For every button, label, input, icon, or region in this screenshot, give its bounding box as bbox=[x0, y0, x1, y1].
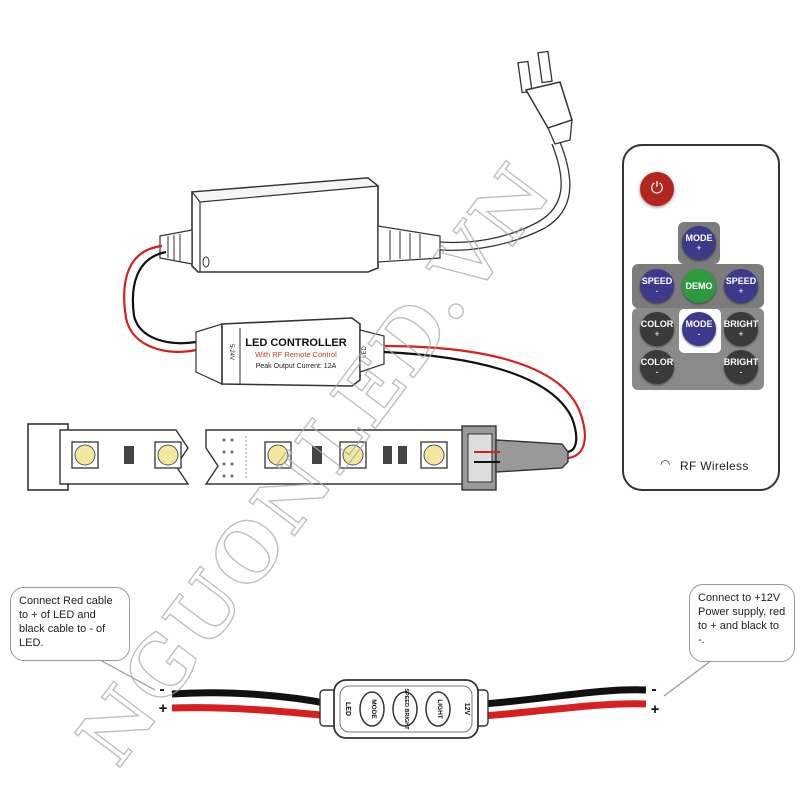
button-sign: - bbox=[655, 286, 659, 296]
mode-plus-button[interactable]: MODE + bbox=[682, 226, 716, 260]
button-sign: - bbox=[697, 329, 701, 339]
led-connection-callout: Connect Red cable to + of LED and black … bbox=[10, 587, 130, 661]
left-minus-mark: - bbox=[159, 681, 164, 698]
button-sign: + bbox=[654, 329, 660, 339]
bright-minus-button[interactable]: BRIGHT - bbox=[724, 350, 758, 384]
power-adapter bbox=[159, 177, 441, 273]
button-sign: + bbox=[738, 329, 744, 339]
button-label: SPEED bbox=[641, 276, 673, 286]
color-minus-button[interactable]: COLOR - bbox=[640, 350, 674, 384]
button-sign: - bbox=[655, 367, 659, 377]
button-label: BRIGHT bbox=[723, 319, 759, 329]
button-label: BRIGHT bbox=[723, 357, 759, 367]
mini-light-label: LIGHT bbox=[436, 699, 443, 719]
bright-plus-button[interactable]: BRIGHT + bbox=[724, 312, 758, 346]
mini-controller: LED MODE SPEED BRIGHT LIGHT 12V - + - + bbox=[159, 679, 660, 739]
controller-output-label: LED bbox=[362, 345, 368, 357]
mini-led-label: LED bbox=[344, 702, 351, 716]
speed-minus-button[interactable]: SPEED - bbox=[640, 269, 674, 303]
button-label: MODE bbox=[685, 319, 713, 329]
ac-plug bbox=[517, 50, 573, 145]
button-sign: - bbox=[739, 367, 743, 377]
left-callout-pointer bbox=[99, 659, 156, 691]
speed-plus-button[interactable]: SPEED + bbox=[724, 269, 758, 303]
left-plus-mark: + bbox=[159, 700, 168, 717]
button-label: COLOR bbox=[640, 357, 674, 367]
right-callout-pointer bbox=[663, 659, 713, 697]
button-label: DEMO bbox=[685, 281, 713, 291]
mini-mode-label: MODE bbox=[370, 699, 377, 719]
mini-speed-bright-label: SPEED BRIGHT bbox=[403, 688, 409, 730]
wireless-signal-icon: ◠ bbox=[660, 457, 671, 471]
button-sign: + bbox=[738, 286, 744, 296]
button-label: COLOR bbox=[640, 319, 674, 329]
right-minus-mark: - bbox=[651, 681, 656, 698]
led-controller: LED CONTROLLER With RF Remote Control Pe… bbox=[195, 317, 385, 387]
controller-title: LED CONTROLLER bbox=[245, 337, 346, 349]
color-plus-button[interactable]: COLOR + bbox=[640, 312, 674, 346]
power-connection-callout: Connect to +12V Power supply, red to + a… bbox=[689, 584, 795, 662]
mini-input-label: 12V bbox=[463, 703, 470, 716]
rf-wireless-label: RF Wireless bbox=[680, 459, 749, 473]
controller-input-label: 5-24V bbox=[228, 344, 234, 360]
right-plus-mark: + bbox=[651, 701, 660, 718]
ac-cable bbox=[439, 141, 571, 251]
button-label: MODE bbox=[685, 233, 713, 243]
mode-minus-button[interactable]: MODE - bbox=[682, 312, 716, 346]
button-label: SPEED bbox=[725, 276, 757, 286]
controller-subtitle: With RF Remote Control bbox=[255, 350, 337, 359]
led-strip bbox=[27, 423, 569, 491]
controller-rating: Peak Output Current: 12A bbox=[256, 363, 337, 370]
button-sign: + bbox=[696, 243, 702, 253]
power-icon[interactable]: ⏻ bbox=[640, 172, 674, 206]
demo-button[interactable]: DEMO bbox=[682, 269, 716, 303]
